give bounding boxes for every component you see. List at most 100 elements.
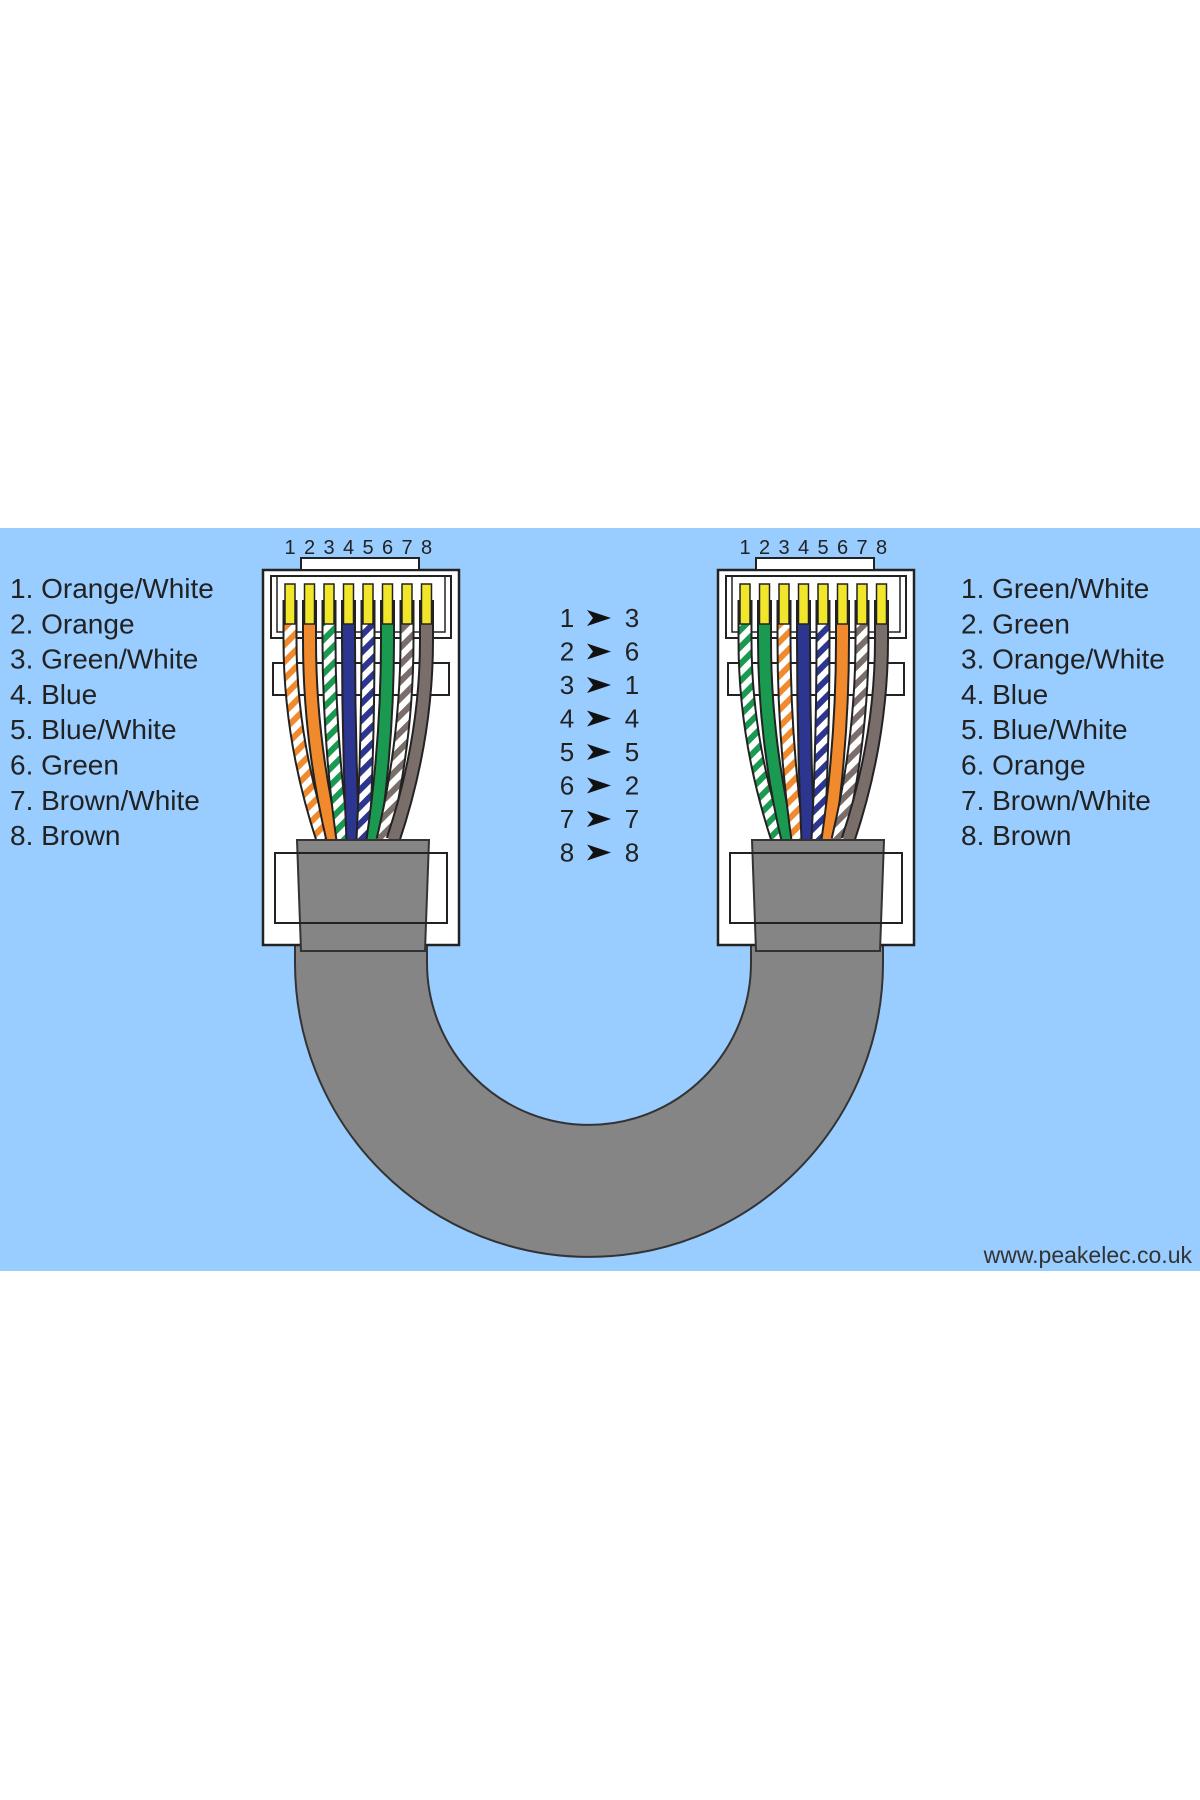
contact-pin xyxy=(342,583,355,625)
mapping-from: 8 xyxy=(560,838,574,868)
cable-u-bend xyxy=(294,842,884,1258)
pin-number: 8 xyxy=(876,537,887,559)
arrow-right-icon xyxy=(587,777,611,794)
arrow-right-icon xyxy=(587,710,611,727)
wire xyxy=(832,600,868,842)
mapping-to: 1 xyxy=(625,670,639,700)
right-wire-labels: 1. Green/White 2. Green 3. Orange/White 4. … xyxy=(961,573,1165,851)
contact-pin xyxy=(303,583,316,625)
contact-pin xyxy=(875,583,888,625)
mapping-to: 2 xyxy=(625,771,639,801)
wire-label: 1. Green/White xyxy=(961,573,1149,604)
contact-pin xyxy=(323,583,335,625)
arrow-right-icon xyxy=(587,844,611,861)
contact-pin xyxy=(739,583,751,625)
pin-number: 2 xyxy=(304,537,315,559)
wire xyxy=(377,600,413,842)
wire-label: 3. Orange/White xyxy=(961,644,1165,675)
mapping-from: 3 xyxy=(560,670,574,700)
wire-label: 7. Brown/White xyxy=(10,785,200,816)
wire-label: 3. Green/White xyxy=(10,644,198,675)
mapping-to: 7 xyxy=(625,804,639,834)
contact-pin xyxy=(856,583,868,625)
pin-number: 5 xyxy=(362,537,373,559)
arrow-right-icon xyxy=(587,643,611,660)
contact-pin xyxy=(817,583,829,625)
mapping-to: 3 xyxy=(625,603,639,633)
wire-label: 6. Orange xyxy=(961,750,1086,781)
mapping-to: 4 xyxy=(625,704,639,734)
cable-boot xyxy=(295,839,431,952)
pin-number: 2 xyxy=(759,537,770,559)
mapping-from: 6 xyxy=(560,771,574,801)
contact-pin xyxy=(420,583,433,625)
pin-number: 1 xyxy=(739,537,750,559)
mapping-from: 4 xyxy=(560,704,574,734)
pin-number: 7 xyxy=(856,537,867,559)
pin-number: 1 xyxy=(284,537,295,559)
cable-boot xyxy=(750,839,886,952)
wire-label: 5. Blue/White xyxy=(10,714,177,745)
contact-pin xyxy=(401,583,413,625)
contact-pin xyxy=(362,583,374,625)
wire xyxy=(387,600,432,842)
pin-number: 3 xyxy=(778,537,789,559)
wire xyxy=(778,600,804,841)
contact-pin xyxy=(778,583,790,625)
pin-number: 6 xyxy=(837,537,848,559)
wire xyxy=(367,600,393,841)
contact-pin xyxy=(284,583,296,625)
arrow-right-icon xyxy=(587,744,611,760)
wire xyxy=(842,600,887,842)
wire xyxy=(798,600,814,841)
wire-label: 1. Orange/White xyxy=(10,573,214,604)
mapping-to: 6 xyxy=(625,637,639,667)
wire-label: 2. Green xyxy=(961,608,1070,639)
contact-pin xyxy=(381,583,394,625)
wire-label: 6. Green xyxy=(10,750,119,781)
wire xyxy=(323,600,349,841)
wire xyxy=(822,600,848,841)
pin-number: 6 xyxy=(382,537,393,559)
wire xyxy=(357,600,374,841)
mapping-to: 5 xyxy=(625,737,639,767)
contact-pin xyxy=(797,583,810,625)
mapping-from: 1 xyxy=(560,603,574,633)
mapping-from: 2 xyxy=(560,637,574,667)
wire-label: 2. Orange xyxy=(10,608,135,639)
pin-number: 4 xyxy=(798,537,809,559)
wire-label: 7. Brown/White xyxy=(961,785,1151,816)
mapping-to: 8 xyxy=(625,838,639,868)
contact-pin xyxy=(836,583,849,625)
arrow-right-icon xyxy=(587,610,611,626)
pin-number: 4 xyxy=(343,537,354,559)
mapping-from: 7 xyxy=(560,804,574,834)
wire xyxy=(343,600,359,841)
pin-number: 8 xyxy=(421,537,432,559)
wire xyxy=(284,600,329,842)
left-wire-labels: 1. Orange/White 2. Orange 3. Green/White 4.… xyxy=(10,573,214,851)
wire xyxy=(304,600,339,842)
arrow-right-icon xyxy=(587,811,611,827)
wire-label: 8. Brown xyxy=(10,820,121,851)
website-url: www.peakelec.co.uk xyxy=(983,1242,1193,1268)
cable-jacket xyxy=(294,842,884,1258)
wire-label: 4. Blue xyxy=(10,679,97,710)
pin-number: 5 xyxy=(817,537,828,559)
wire-label: 5. Blue/White xyxy=(961,714,1128,745)
wire-label: 4. Blue xyxy=(961,679,1048,710)
wire xyxy=(739,600,784,842)
wire-label: 8. Brown xyxy=(961,820,1072,851)
pin-number: 7 xyxy=(401,537,412,559)
